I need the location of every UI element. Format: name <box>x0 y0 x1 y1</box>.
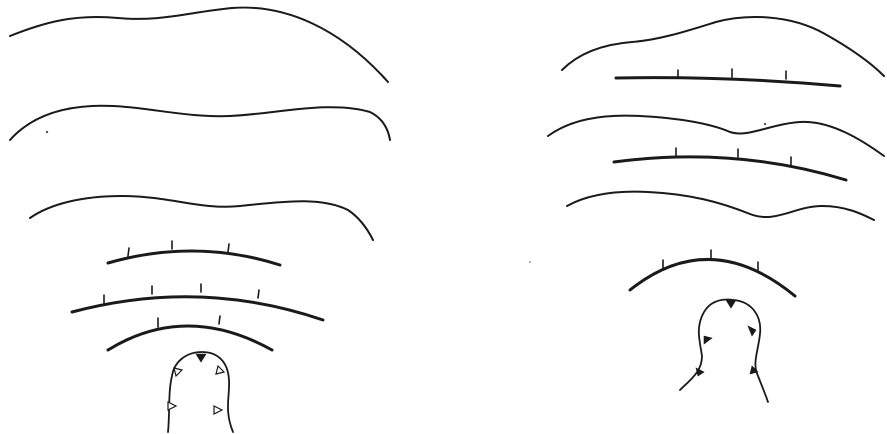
speck <box>529 261 531 263</box>
right-contour-2 <box>548 116 884 156</box>
left-dome <box>168 352 233 432</box>
speck <box>46 131 48 133</box>
right-front-2 <box>614 148 846 180</box>
right-dome <box>680 300 768 402</box>
left-front-1 <box>108 241 280 265</box>
right-panel <box>548 17 884 402</box>
right-front-3 <box>630 250 795 296</box>
left-contour-2 <box>10 106 390 140</box>
right-contour-3 <box>567 192 874 220</box>
speck <box>764 123 766 125</box>
left-contour-3 <box>30 196 373 240</box>
left-front-3 <box>108 316 272 350</box>
right-contour-1 <box>562 17 884 76</box>
left-contour-1 <box>10 8 388 82</box>
left-front-2 <box>72 284 323 320</box>
left-panel <box>10 8 390 432</box>
right-front-1 <box>616 69 840 86</box>
